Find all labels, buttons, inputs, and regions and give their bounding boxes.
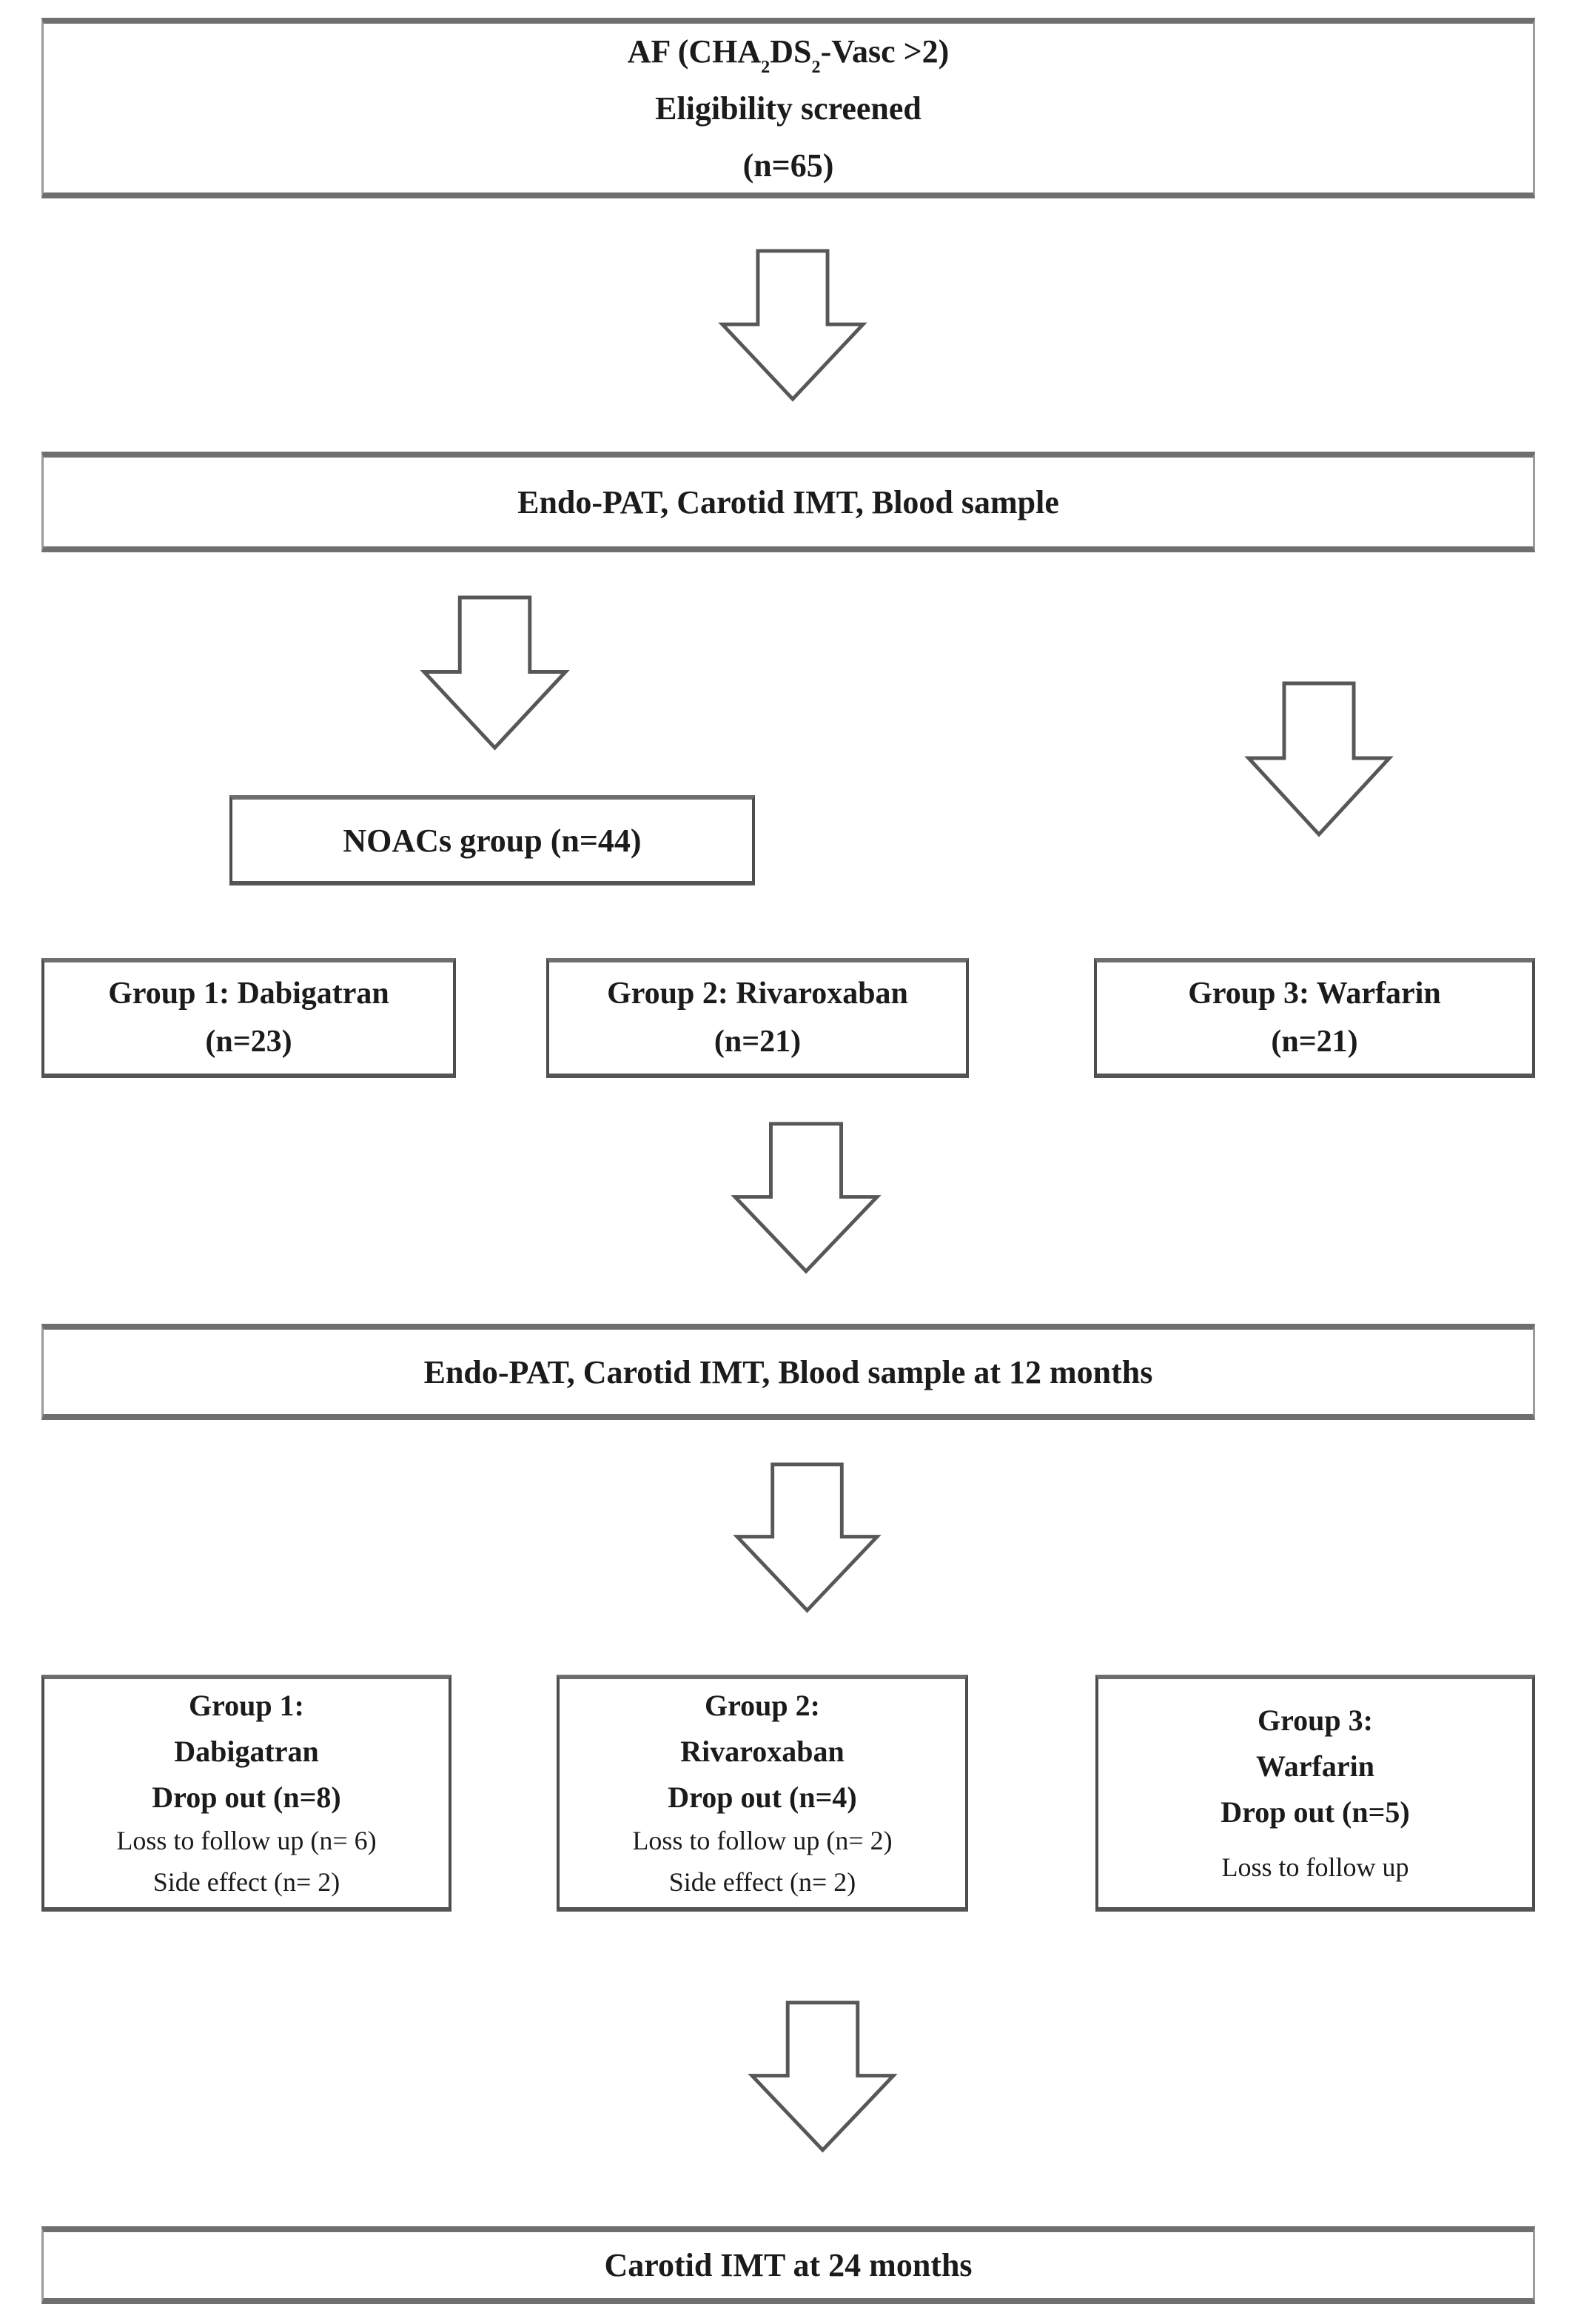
- down-arrow-icon: [420, 595, 570, 751]
- text-line: Drop out (n=8): [152, 1781, 341, 1815]
- text-line: Endo-PAT, Carotid IMT, Blood sample at 1…: [423, 1353, 1153, 1390]
- subscript: 2: [811, 56, 821, 77]
- text-line: NOACs group (n=44): [343, 822, 642, 859]
- down-arrow-icon: [718, 249, 867, 402]
- node-dropout-group3: Group 3: Warfarin Drop out (n=5) Loss to…: [1095, 1675, 1535, 1912]
- text-line: Group 2: Rivaroxaban: [607, 976, 908, 1011]
- down-arrow-icon: [1244, 681, 1394, 837]
- text-line: Loss to follow up (n= 2): [632, 1826, 893, 1856]
- node-followup-12-months: Endo-PAT, Carotid IMT, Blood sample at 1…: [41, 1324, 1535, 1420]
- node-eligibility-screened: AF (CHA2DS2-Vasc >2) Eligibility screene…: [41, 18, 1535, 198]
- text-line: Side effect (n= 2): [152, 1867, 340, 1897]
- text-line: Group 3: Warfarin: [1188, 976, 1441, 1011]
- text-line: Group 3:: [1258, 1704, 1373, 1738]
- node-noacs-group: NOACs group (n=44): [229, 795, 755, 885]
- text-line: Group 1: Dabigatran: [108, 976, 389, 1011]
- text-line: Endo-PAT, Carotid IMT, Blood sample: [517, 483, 1059, 520]
- text-line: (n=23): [205, 1025, 292, 1059]
- text-part: DS: [770, 33, 812, 70]
- down-arrow-icon: [748, 2000, 898, 2153]
- text-part: AF (CHA: [627, 33, 762, 70]
- node-group3-warfarin: Group 3: Warfarin (n=21): [1094, 958, 1535, 1078]
- text-line: Rivaroxaban: [680, 1735, 845, 1769]
- node-group2-rivaroxaban: Group 2: Rivaroxaban (n=21): [546, 958, 969, 1078]
- subscript: 2: [761, 56, 770, 77]
- text-line: Eligibility screened: [655, 90, 921, 127]
- down-arrow-icon: [733, 1462, 882, 1613]
- text-line: Group 2:: [705, 1689, 820, 1723]
- text-line: Loss to follow up (n= 6): [116, 1826, 377, 1856]
- text-line: (n=65): [742, 147, 834, 184]
- text-line: Side effect (n= 2): [668, 1867, 856, 1897]
- node-group1-dabigatran: Group 1: Dabigatran (n=23): [41, 958, 456, 1078]
- text-part: -Vasc >2): [820, 33, 950, 70]
- node-dropout-group2: Group 2: Rivaroxaban Drop out (n=4) Loss…: [557, 1675, 968, 1912]
- node-baseline-measurements: Endo-PAT, Carotid IMT, Blood sample: [41, 452, 1535, 552]
- text-line: Loss to follow up: [1221, 1852, 1409, 1883]
- text-line: Dabigatran: [174, 1735, 319, 1769]
- text-line: Carotid IMT at 24 months: [604, 2247, 973, 2283]
- text-line: (n=21): [1271, 1025, 1358, 1059]
- text-line: (n=21): [714, 1025, 802, 1059]
- text-line: Group 1:: [189, 1689, 304, 1723]
- text-line: AF (CHA2DS2-Vasc >2): [628, 23, 950, 80]
- node-followup-24-months: Carotid IMT at 24 months: [41, 2226, 1535, 2304]
- down-arrow-icon: [731, 1122, 882, 1274]
- node-dropout-group1: Group 1: Dabigatran Drop out (n=8) Loss …: [41, 1675, 451, 1912]
- text-line: Drop out (n=5): [1221, 1795, 1410, 1829]
- text-line: Drop out (n=4): [668, 1781, 857, 1815]
- text-line: Warfarin: [1256, 1749, 1374, 1784]
